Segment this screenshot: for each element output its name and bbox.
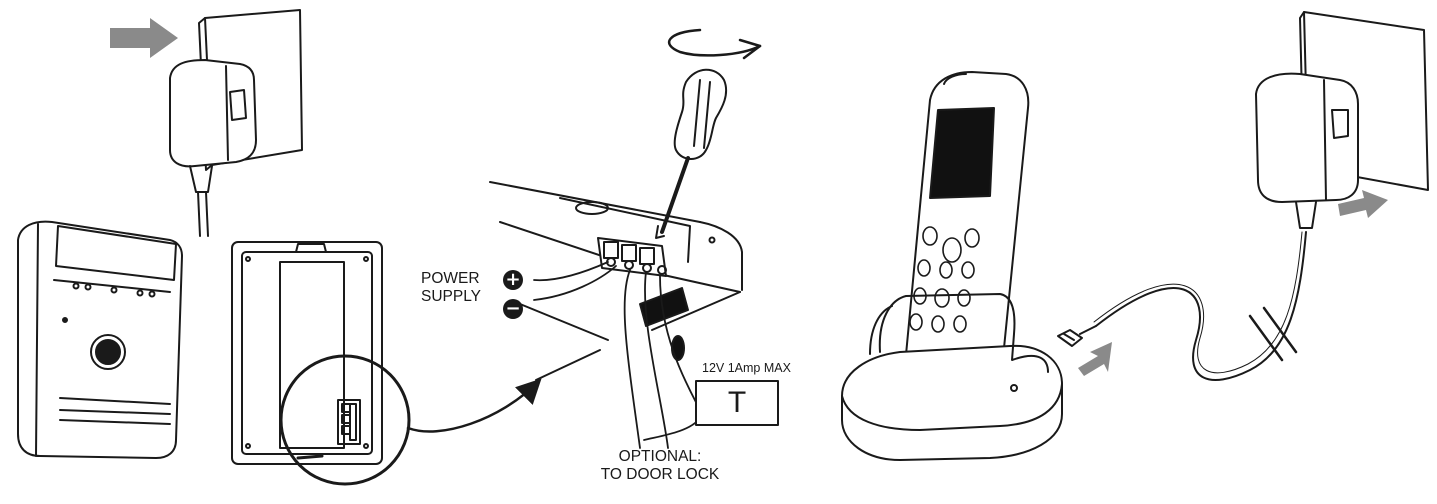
rotate-arrow-icon bbox=[667, 28, 762, 60]
back-panel bbox=[231, 241, 411, 486]
optional-door-lock-label: OPTIONAL: TO DOOR LOCK bbox=[585, 448, 735, 484]
charging-base bbox=[841, 293, 1063, 461]
optional-line2: TO DOOR LOCK bbox=[600, 465, 720, 483]
wiring-detail bbox=[489, 181, 743, 381]
plug-adapter-right-icon bbox=[1255, 72, 1359, 229]
insert-arrow-right-icon bbox=[1338, 190, 1388, 218]
voltage-rating-label: 12V 1Amp MAX bbox=[702, 361, 791, 375]
door-station-unit bbox=[17, 220, 183, 459]
handset bbox=[903, 71, 1030, 389]
zoom-pointer-arrow bbox=[406, 378, 542, 433]
terminal-block-large bbox=[597, 237, 667, 277]
terminal-block-small bbox=[337, 399, 361, 445]
door-lock-terminal bbox=[695, 380, 779, 426]
cable-break-icon bbox=[1248, 306, 1298, 362]
connect-arrow-base-icon bbox=[1078, 342, 1112, 376]
handset-screen bbox=[929, 107, 995, 199]
power-cable bbox=[1095, 231, 1307, 381]
power-supply-line1: POWER bbox=[421, 270, 480, 287]
screwdriver-icon bbox=[655, 68, 728, 239]
minus-terminal-icon: − bbox=[503, 299, 523, 319]
plug-adapter-icon bbox=[169, 59, 257, 237]
plus-terminal-icon: + bbox=[503, 270, 523, 290]
insert-arrow-icon bbox=[110, 18, 178, 58]
optional-line1: OPTIONAL: bbox=[618, 448, 702, 465]
door-lock-terminal-mark: T bbox=[727, 385, 747, 419]
power-cable-inner bbox=[1093, 231, 1303, 374]
power-supply-line2: SUPPLY bbox=[421, 287, 482, 305]
usb-plug-icon bbox=[1057, 325, 1097, 347]
power-supply-label: POWER SUPPLY bbox=[421, 270, 481, 306]
zoom-circle bbox=[279, 354, 411, 486]
